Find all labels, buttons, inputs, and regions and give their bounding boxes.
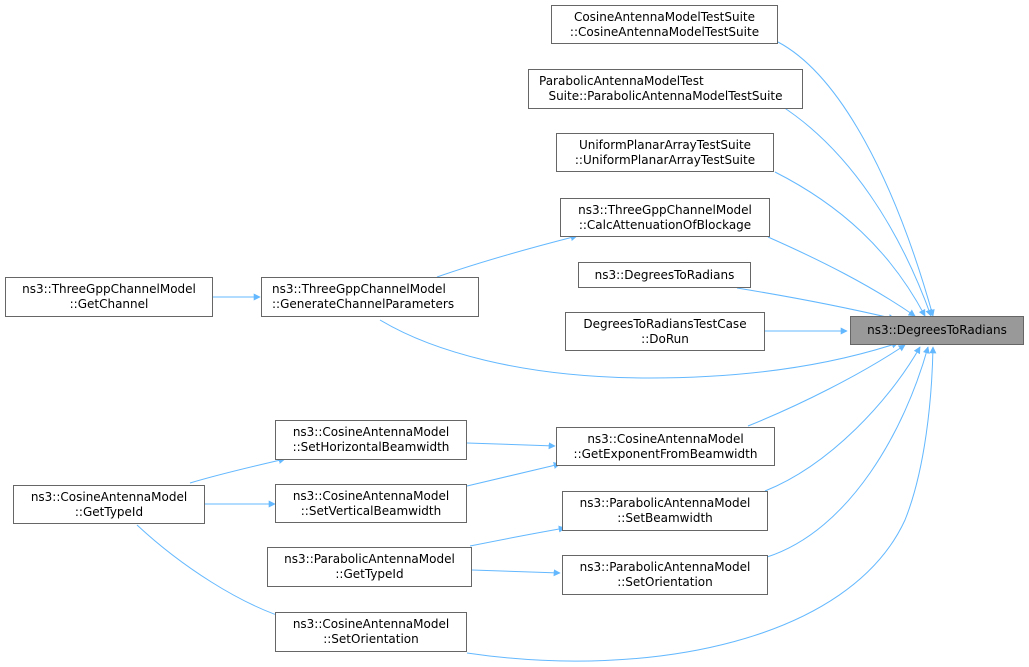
node-calc-attenuation-of-blockage[interactable]: ns3::ThreeGppChannelModel ::CalcAttenuat… — [560, 198, 770, 237]
edge-set-hbw-to-get-exp — [466, 442, 556, 450]
node-target-degrees-to-radians[interactable]: ns3::DegreesToRadians — [850, 316, 1024, 345]
node-label: ns3::CosineAntennaModel — [587, 431, 744, 446]
node-label: ns3::ThreeGppChannelModel — [578, 202, 752, 217]
node-label: Suite::ParabolicAntennaModelTestSuite — [548, 89, 783, 103]
node-set-horizontal-beamwidth[interactable]: ns3::CosineAntennaModel ::SetHorizontalB… — [275, 420, 467, 460]
edge-cos-typeid-to-cos-setorient — [136, 524, 293, 622]
node-get-exponent-from-beamwidth[interactable]: ns3::CosineAntennaModel ::GetExponentFro… — [556, 427, 775, 466]
edge-par-setorient-to-target — [766, 346, 930, 558]
node-degrees-to-radians-overload[interactable]: ns3::DegreesToRadians — [578, 262, 751, 288]
node-label: CosineAntennaModelTestSuite — [573, 9, 756, 24]
edge-parabolic-suite-to-target — [779, 104, 933, 317]
node-label: ::UniformPlanarArrayTestSuite — [574, 152, 756, 167]
node-label: ::SetHorizontalBeamwidth — [292, 440, 450, 454]
node-label: UniformPlanarArrayTestSuite — [578, 137, 752, 152]
edge-deg2rad-overload-to-target — [736, 287, 896, 321]
node-cosine-set-orientation[interactable]: ns3::CosineAntennaModel ::SetOrientation — [275, 612, 467, 652]
node-label: ns3::ThreeGppChannelModel — [22, 282, 196, 296]
edge-set-vbw-to-get-exp — [466, 462, 561, 487]
node-parabolic-get-type-id[interactable]: ns3::ParabolicAntennaModel ::GetTypeId — [267, 547, 472, 587]
node-label: ns3::DegreesToRadians — [594, 267, 735, 282]
node-label: ::GetChannel — [69, 297, 149, 311]
edge-upa-suite-to-target — [774, 171, 926, 317]
node-label: ::SetOrientation — [617, 575, 713, 589]
node-label: ns3::ParabolicAntennaModel — [579, 496, 751, 510]
node-parabolic-set-orientation[interactable]: ns3::ParabolicAntennaModel ::SetOrientat… — [562, 555, 768, 595]
node-parabolic-set-beamwidth[interactable]: ns3::ParabolicAntennaModel ::SetBeamwidt… — [562, 491, 768, 531]
node-label: ns3::CosineAntennaModel — [292, 617, 450, 631]
node-label: ::SetVerticalBeamwidth — [300, 503, 442, 518]
node-degrees-to-radians-testcase[interactable]: DegreesToRadiansTestCase ::DoRun — [565, 312, 765, 351]
node-label: ns3::ParabolicAntennaModel — [284, 552, 455, 566]
edge-cos-setorient-to-target — [466, 346, 937, 662]
node-label: ns3::CosineAntennaModel — [292, 488, 450, 503]
node-cosine-get-type-id[interactable]: ns3::CosineAntennaModel ::GetTypeId — [13, 485, 205, 524]
node-label: ::SetOrientation — [323, 632, 419, 646]
node-label: ns3::ParabolicAntennaModel — [579, 560, 751, 574]
node-label: ns3::DegreesToRadians — [867, 323, 1007, 337]
node-label: DegreesToRadiansTestCase — [583, 316, 747, 331]
edge-gen-params-to-target — [379, 319, 899, 379]
edge-par-setbw-to-target — [764, 346, 921, 492]
node-cosine-antenna-test-suite[interactable]: CosineAntennaModelTestSuite ::CosineAnte… — [551, 5, 778, 44]
node-get-channel[interactable]: ns3::ThreeGppChannelModel ::GetChannel — [5, 277, 213, 317]
node-label: ::CalcAttenuationOfBlockage — [578, 217, 752, 232]
node-label: ns3::CosineAntennaModel — [30, 489, 188, 504]
node-label: ::GetTypeId — [74, 504, 144, 519]
edge-gen-params-to-calc-atten — [436, 234, 578, 278]
edge-get-exp-to-target — [747, 344, 906, 427]
node-label: ::CosineAntennaModelTestSuite — [569, 24, 760, 39]
node-label: ns3::CosineAntennaModel — [292, 425, 450, 439]
node-label: ::GetExponentFromBeamwidth — [573, 446, 758, 461]
edge-cos-typeid-to-set-hbw — [189, 456, 286, 484]
node-label: ParabolicAntennaModelTest — [539, 74, 704, 88]
node-label: ns3::ThreeGppChannelModel — [272, 282, 446, 296]
node-label: ::GenerateChannelParameters — [272, 297, 455, 311]
edge-calc-atten-to-target — [767, 236, 916, 317]
edge-par-typeid-to-par-setorient — [471, 569, 561, 577]
node-uniform-planar-array-test-suite[interactable]: UniformPlanarArrayTestSuite ::UniformPla… — [556, 133, 774, 172]
node-label: ::SetBeamwidth — [617, 511, 713, 525]
node-set-vertical-beamwidth[interactable]: ns3::CosineAntennaModel ::SetVerticalBea… — [275, 484, 467, 523]
edge-cosine-suite-to-target — [777, 41, 935, 317]
node-label: ::DoRun — [641, 331, 689, 346]
node-parabolic-antenna-test-suite[interactable]: ParabolicAntennaModelTest Suite::Parabol… — [528, 69, 803, 109]
node-generate-channel-parameters[interactable]: ns3::ThreeGppChannelModel ::GenerateChan… — [261, 277, 479, 317]
node-label: ::GetTypeId — [335, 567, 404, 581]
edge-par-typeid-to-par-setbw — [469, 525, 566, 547]
